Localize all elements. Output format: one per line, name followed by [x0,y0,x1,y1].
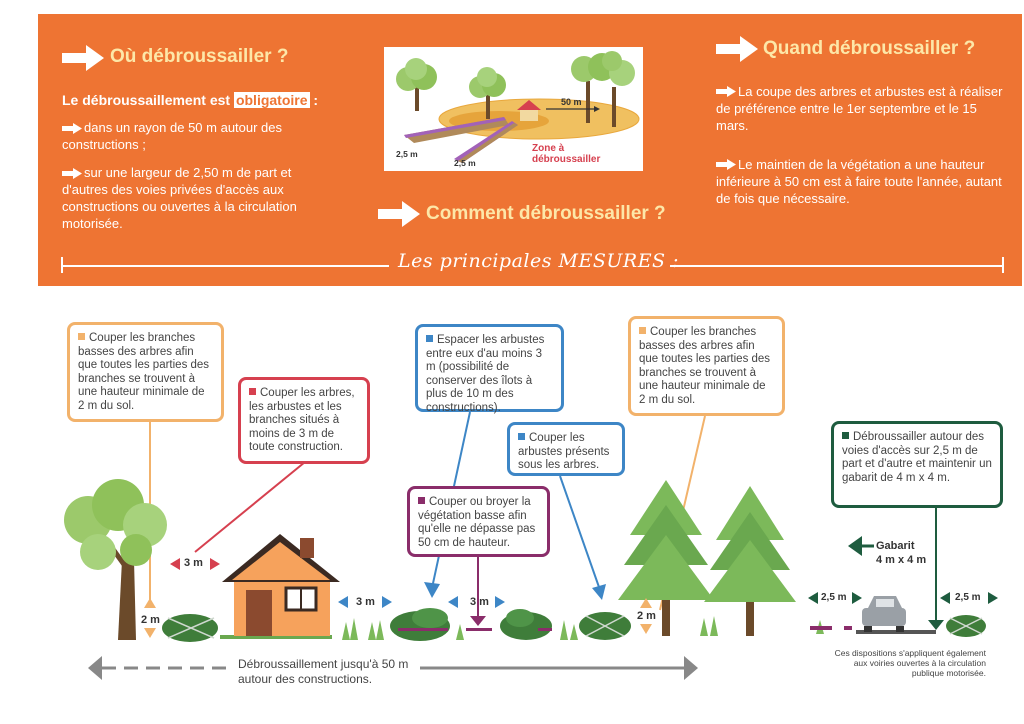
cut-shrub-icon [162,614,218,642]
bullet-square-icon [249,388,256,395]
arrow-right-icon [378,201,420,227]
zone-map-illustration: 50 m 2,5 m 2,5 m Zone à débroussailler [396,51,640,168]
ou-bullet-2: sur une largeur de 2,50 m de part et d'a… [62,165,297,231]
mesures-tick-right [1002,257,1004,273]
deciduous-tree-icon [64,479,167,640]
gabarit-label: Gabarit [876,540,915,552]
cut-shrub-icon [946,615,986,637]
callout-branches-right: Couper les branches basses des arbres af… [628,316,785,416]
dim-2m-right: 2 m [637,610,656,622]
arrow-right-icon [716,36,758,62]
conifer-tree-icon [704,486,796,636]
callout-space-shrubs: Espacer les arbustes entre eux d'au moin… [415,324,564,414]
tree-icon [571,51,635,127]
callout-shrubs-under-trees: Couper les arbustes présents sous les ar… [507,422,625,476]
house-icon [517,100,541,121]
bullet-square-icon [518,433,525,440]
quand-bullet-2: Le maintien de la végétation a une haute… [716,157,1002,206]
tree-icon [396,58,437,111]
bullet-square-icon [78,333,85,340]
dim-3m-shrubs-2: 3 m [470,596,489,608]
quand-bullet-1: La coupe des arbres et arbustes est à ré… [716,84,1003,133]
cut-shrub-icon [579,612,631,640]
ou-title: Où débroussailler ? [110,46,289,67]
map-width-1: 2,5 m [396,149,418,159]
dim-3m-shrubs-1: 3 m [356,596,375,608]
callout-cut-near-house: Couper les arbres, les arbustes et les b… [238,377,370,464]
shrub-icon [500,609,552,640]
bullet-square-icon [842,432,849,439]
bottom-text: Débroussaillement jusqu'à 50 m autour de… [238,657,409,686]
ou-intro: Le débroussaillement est obligatoire : [62,92,319,108]
map-width-2: 2,5 m [454,158,476,168]
arrow-bullet-icon [62,123,82,134]
bullet-square-icon [426,335,433,342]
arrow-bullet-icon [716,159,736,170]
dim-2-5m-right: 2,5 m [955,592,981,603]
bullet-square-icon [418,497,425,504]
callout-access-roads: Débroussailler autour des voies d'accès … [831,421,1003,508]
map-dist-50: 50 m [561,97,582,107]
tree-icon [469,67,506,119]
conifer-tree-icon [618,480,714,636]
grass-icon [342,616,824,640]
quand-title: Quand débroussailler ? [763,38,976,59]
bullet-square-icon [639,327,646,334]
callout-low-vegetation: Couper ou broyer la végétation basse afi… [407,486,550,557]
house-icon [222,534,340,636]
map-zone-label-2: débroussailler [532,154,600,165]
dim-2m-left: 2 m [141,614,160,626]
callout-branches-left: Couper les branches basses des arbres af… [67,322,224,422]
arrow-right-icon [62,45,104,71]
zone-map: 50 m 2,5 m 2,5 m Zone à débroussailler [384,47,643,171]
dim-3m-house: 3 m [184,557,203,569]
ou-bullet-1: dans un rayon de 50 m autour des constru… [62,120,283,152]
shrub-icon [390,608,450,641]
mesures-line-right [670,265,1004,267]
car-icon [862,596,906,632]
arrow-bullet-icon [716,86,736,97]
gabarit-dim: 4 m x 4 m [876,554,927,566]
road-note: Ces dispositions s'appliquent également … [834,648,986,678]
map-zone-label: Zone à [532,143,565,154]
arrow-bullet-icon [62,168,82,179]
dim-2-5m-left: 2,5 m [821,592,847,603]
mesures-line-left [61,265,389,267]
comment-title: Comment débroussailler ? [426,203,666,224]
scene-illustration [64,410,998,680]
mesures-title: Les principales MESURES : [398,250,680,272]
